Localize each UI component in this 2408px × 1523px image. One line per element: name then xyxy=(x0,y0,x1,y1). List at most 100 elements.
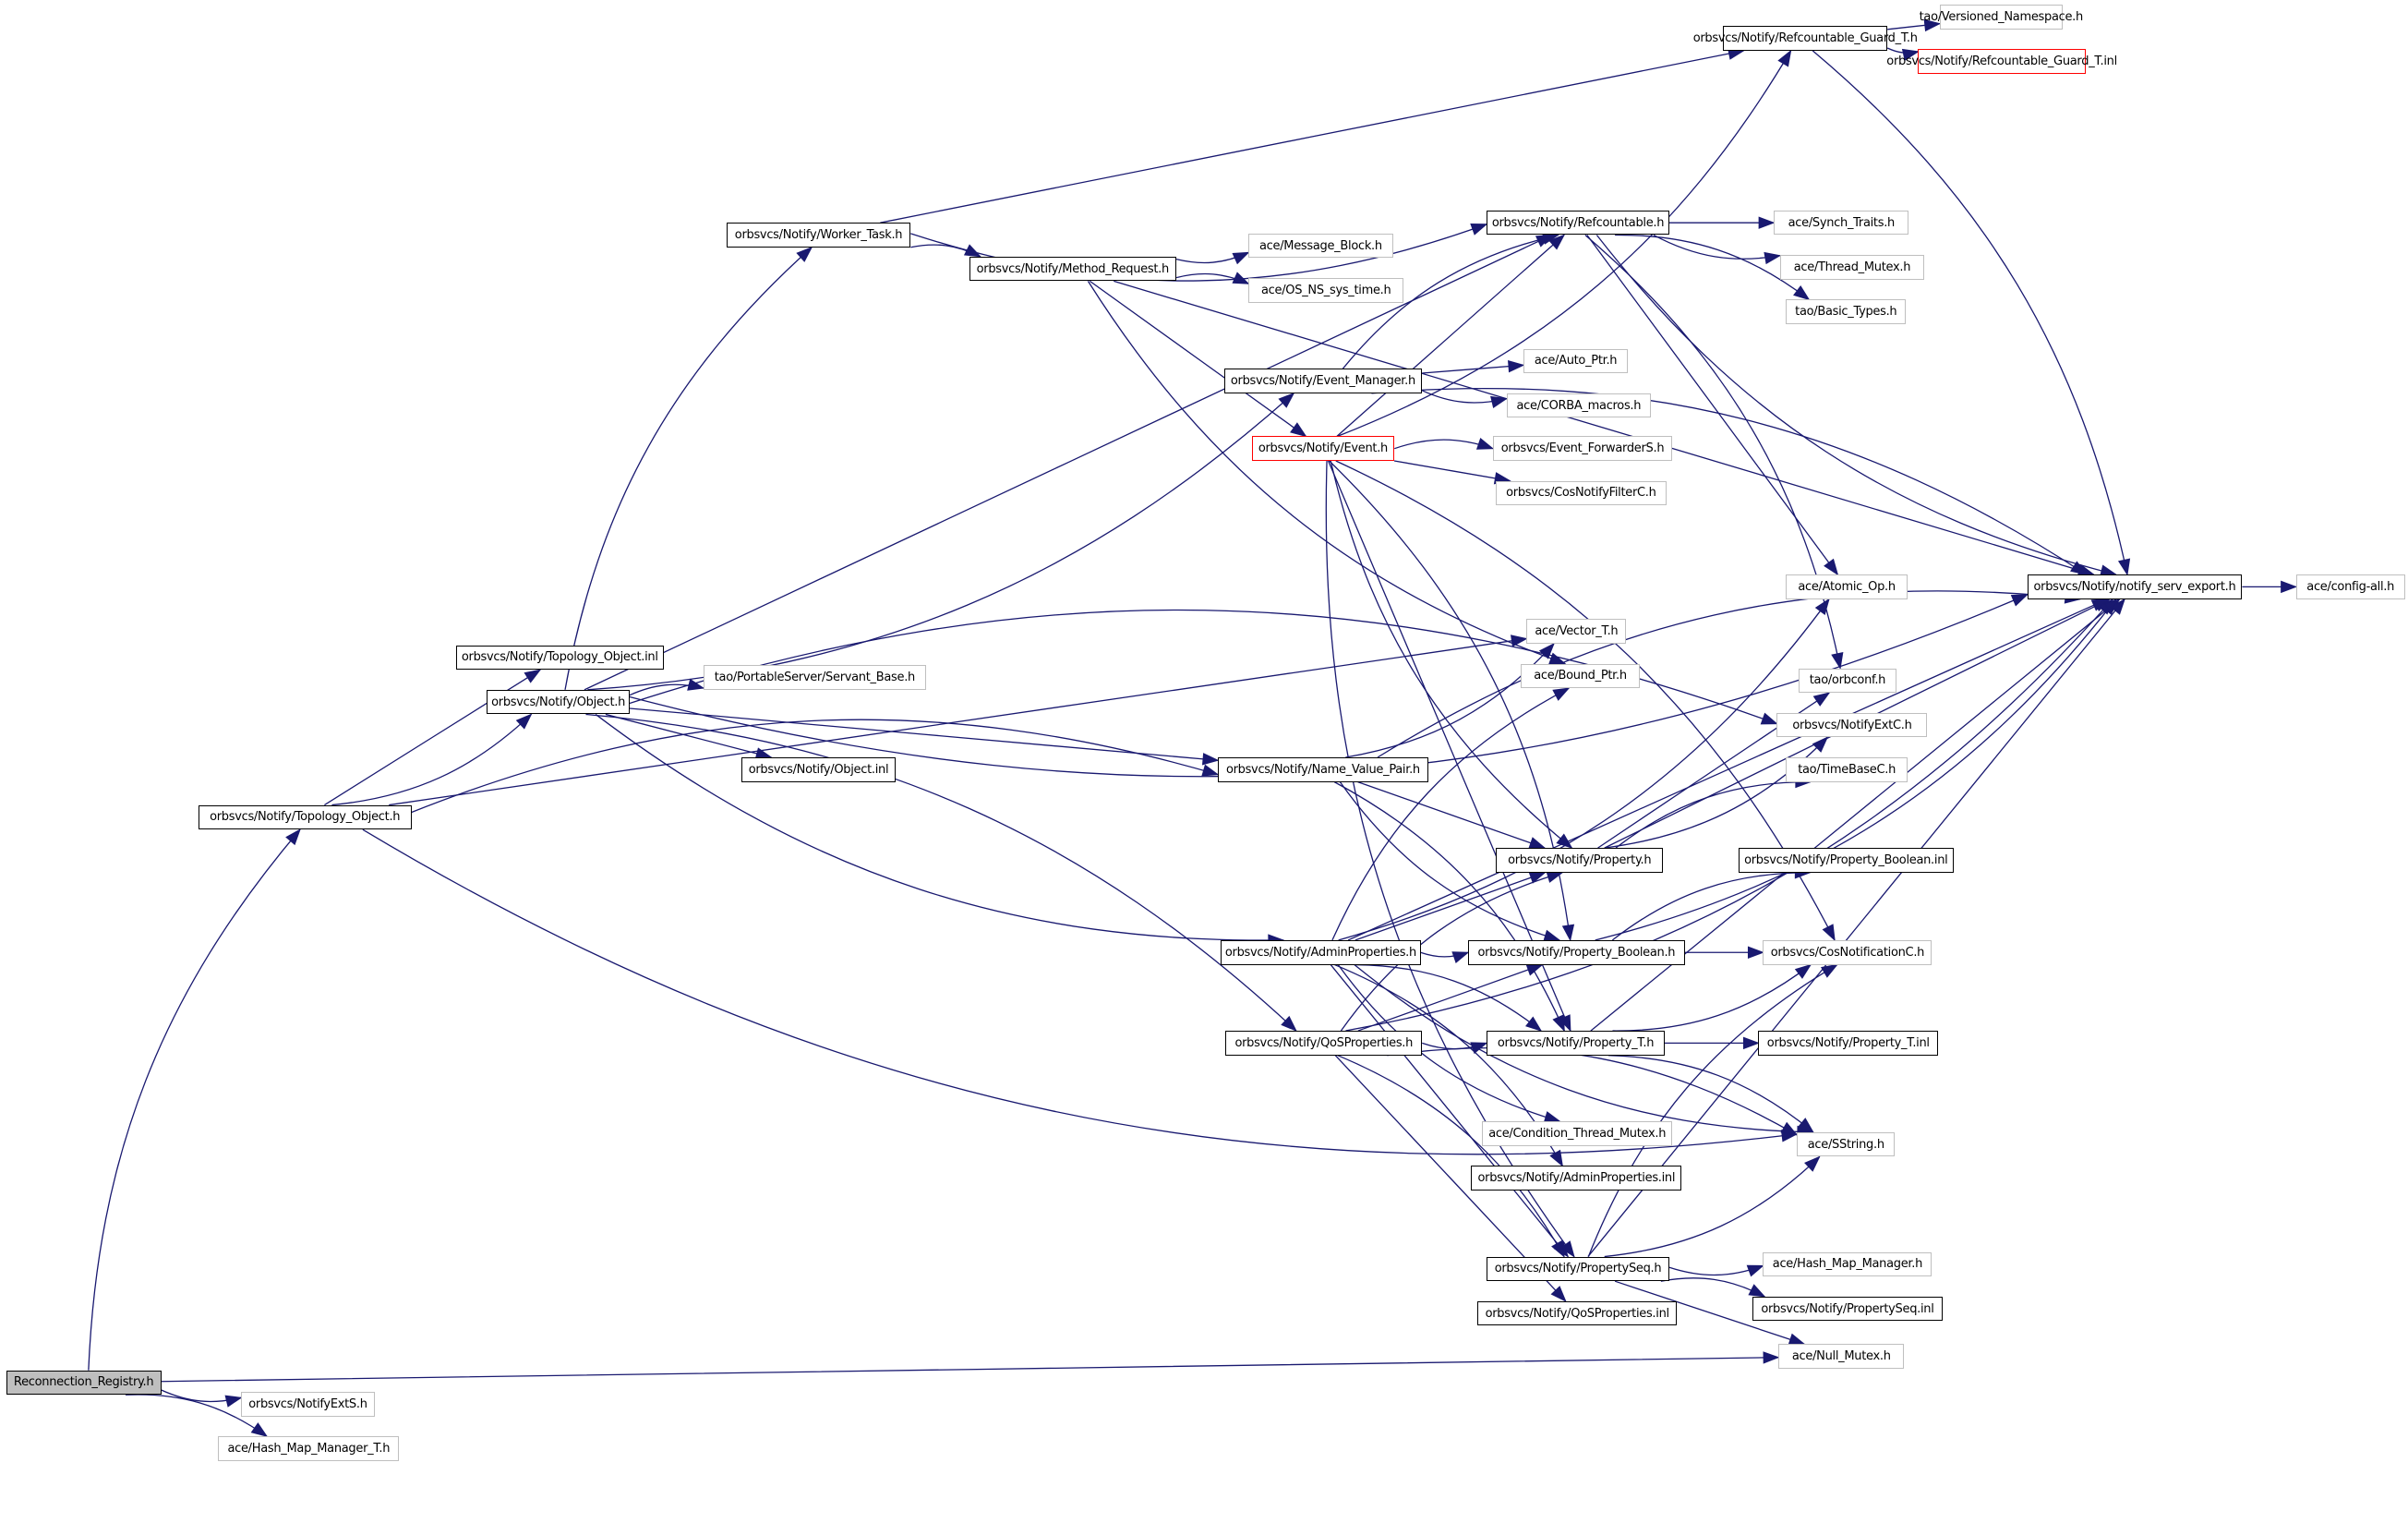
node-event-forwarders[interactable]: orbsvcs/Event_ForwarderS.h xyxy=(1492,436,1673,461)
node-notifyextc[interactable]: orbsvcs/NotifyExtC.h xyxy=(1776,712,1928,738)
edge-qosproperties-h-to-sstring xyxy=(1387,1046,1798,1136)
arrowhead-icon xyxy=(1763,1351,1780,1364)
node-label: orbsvcs/Notify/Object.inl xyxy=(748,762,889,777)
node-label: ace/Vector_T.h xyxy=(1535,624,1619,639)
edge-qosproperties-h-to-property-h xyxy=(1340,872,1563,1032)
edge-adminproperties-h-to-bound-ptr xyxy=(1331,687,1570,941)
node-versioned-namespace[interactable]: tao/Versioned_Namespace.h xyxy=(1920,4,2083,30)
node-config-all[interactable]: ace/config-all.h xyxy=(2295,574,2405,599)
arrowhead-icon xyxy=(1923,18,1942,32)
arrowhead-icon xyxy=(1742,1036,1760,1050)
edge-refcountable-h-to-notify-serv-export xyxy=(1595,235,2116,575)
node-cosnotifyfilterc[interactable]: orbsvcs/CosNotifyFilterC.h xyxy=(1496,480,1667,506)
node-notifyexts[interactable]: orbsvcs/NotifyExtS.h xyxy=(241,1391,375,1417)
node-reconnection-registry[interactable]: Reconnection_Registry.h xyxy=(6,1370,162,1396)
node-cosnotificationc[interactable]: orbsvcs/CosNotificationC.h xyxy=(1763,939,1932,965)
node-os-ns-sys-time[interactable]: ace/OS_NS_sys_time.h xyxy=(1248,278,1404,303)
node-message-block[interactable]: ace/Message_Block.h xyxy=(1248,233,1393,259)
arrowhead-icon xyxy=(1559,1240,1575,1258)
edge-method-request-to-event-h xyxy=(1089,280,1306,437)
edge-qosproperties-h-to-notify-serv-export xyxy=(1345,598,2113,1032)
node-worker-task[interactable]: orbsvcs/Notify/Worker_Task.h xyxy=(726,223,911,248)
node-refcountable-h[interactable]: orbsvcs/Notify/Refcountable.h xyxy=(1487,210,1669,236)
node-propertyseq-h[interactable]: orbsvcs/Notify/PropertySeq.h xyxy=(1487,1256,1669,1282)
node-property-boolean-inl[interactable]: orbsvcs/Notify/Property_Boolean.inl xyxy=(1738,848,1954,873)
arrowhead-icon xyxy=(1820,963,1838,978)
node-notify-serv-export[interactable]: orbsvcs/Notify/notify_serv_export.h xyxy=(2027,574,2243,599)
node-label: orbsvcs/Notify/Object.h xyxy=(491,695,626,709)
edge-qosproperties-h-to-property-boolean-h xyxy=(1357,963,1543,1032)
edge-worker-task-to-refcountable-guard-t-h xyxy=(880,50,1744,224)
node-label: orbsvcs/Notify/PropertySeq.inl xyxy=(1761,1301,1934,1316)
node-basic-types[interactable]: tao/Basic_Types.h xyxy=(1786,299,1907,324)
node-topology-object-h[interactable]: orbsvcs/Notify/Topology_Object.h xyxy=(198,804,412,830)
edge-topology-object-h-to-topology-object-inl xyxy=(324,669,541,806)
node-label: ace/SString.h xyxy=(1807,1137,1884,1152)
arrowhead-icon xyxy=(1549,1149,1564,1167)
edge-propertyseq-h-to-null-mutex xyxy=(1614,1280,1805,1346)
node-auto-ptr[interactable]: ace/Auto_Ptr.h xyxy=(1523,348,1629,374)
arrowhead-icon xyxy=(1281,1015,1297,1033)
node-qosproperties-h[interactable]: orbsvcs/Notify/QoSProperties.h xyxy=(1225,1031,1423,1056)
node-atomic-op[interactable]: ace/Atomic_Op.h xyxy=(1786,574,1908,599)
node-object-h[interactable]: orbsvcs/Notify/Object.h xyxy=(487,689,630,715)
edge-property-t-h-to-sstring xyxy=(1608,1055,1814,1133)
arrowhead-icon xyxy=(1201,764,1220,777)
edge-reconnection-registry-to-null-mutex xyxy=(161,1357,1779,1383)
edge-refcountable-h-to-basic-types xyxy=(1615,234,1810,300)
node-hash-map-manager-t[interactable]: ace/Hash_Map_Manager_T.h xyxy=(218,1436,400,1461)
edge-object-h-to-object-inl xyxy=(605,713,772,758)
node-hash-map-manager[interactable]: ace/Hash_Map_Manager.h xyxy=(1763,1251,1932,1277)
arrowhead-icon xyxy=(1451,951,1470,963)
node-property-boolean-h[interactable]: orbsvcs/Notify/Property_Boolean.h xyxy=(1468,939,1685,965)
arrowhead-icon xyxy=(1475,437,1495,450)
edge-event-h-to-cosnotifyfilterc xyxy=(1393,460,1511,482)
arrowhead-icon xyxy=(963,244,981,258)
edge-object-h-to-worker-task xyxy=(564,247,813,690)
arrowhead-icon xyxy=(1747,946,1764,959)
edge-property-boolean-h-to-property-boolean-inl xyxy=(1611,872,1811,941)
node-event-h[interactable]: orbsvcs/Notify/Event.h xyxy=(1251,436,1395,461)
node-property-h[interactable]: orbsvcs/Notify/Property.h xyxy=(1496,848,1664,873)
node-refcountable-guard-t-h[interactable]: orbsvcs/Notify/Refcountable_Guard_T.h xyxy=(1693,26,1918,51)
arrowhead-icon xyxy=(2070,561,2088,575)
edge-object-h-to-qosproperties-h xyxy=(585,713,1297,1032)
node-label: orbsvcs/Notify/notify_serv_export.h xyxy=(2033,579,2236,594)
node-bound-ptr[interactable]: ace/Bound_Ptr.h xyxy=(1520,663,1641,689)
node-method-request[interactable]: orbsvcs/Notify/Method_Request.h xyxy=(969,256,1177,282)
node-topology-object-inl[interactable]: orbsvcs/Notify/Topology_Object.inl xyxy=(456,645,664,671)
node-condition-thread-mutex[interactable]: ace/Condition_Thread_Mutex.h xyxy=(1482,1121,1673,1146)
node-null-mutex[interactable]: ace/Null_Mutex.h xyxy=(1778,1344,1905,1369)
arrowhead-icon xyxy=(1793,284,1811,301)
node-timebasec[interactable]: tao/TimeBaseC.h xyxy=(1786,757,1908,782)
node-label: tao/PortableServer/Servant_Base.h xyxy=(714,671,916,684)
node-orbconf[interactable]: tao/orbconf.h xyxy=(1798,668,1897,694)
arrowhead-icon xyxy=(1804,1155,1821,1172)
node-property-t-inl[interactable]: orbsvcs/Notify/Property_T.inl xyxy=(1758,1031,1939,1056)
node-name-value-pair[interactable]: orbsvcs/Notify/Name_Value_Pair.h xyxy=(1217,757,1428,782)
node-object-inl[interactable]: orbsvcs/Notify/Object.inl xyxy=(741,757,896,782)
edge-method-request-to-notify-serv-export xyxy=(1114,280,2094,575)
edge-object-h-to-refcountable-h xyxy=(584,234,1552,691)
node-qosproperties-inl[interactable]: orbsvcs/Notify/QoSProperties.inl xyxy=(1477,1300,1678,1326)
node-label: orbsvcs/Notify/AdminProperties.inl xyxy=(1477,1171,1676,1186)
node-thread-mutex[interactable]: ace/Thread_Mutex.h xyxy=(1779,255,1925,280)
node-synch-traits[interactable]: ace/Synch_Traits.h xyxy=(1774,210,1909,236)
arrowhead-icon xyxy=(515,713,533,730)
node-adminproperties-inl[interactable]: orbsvcs/Notify/AdminProperties.inl xyxy=(1471,1166,1682,1191)
node-propertyseq-inl[interactable]: orbsvcs/Notify/PropertySeq.inl xyxy=(1752,1296,1944,1322)
node-refcountable-guard-t-inl[interactable]: orbsvcs/Notify/Refcountable_Guard_T.inl xyxy=(1886,49,2117,74)
node-adminproperties-h[interactable]: orbsvcs/Notify/AdminProperties.h xyxy=(1221,939,1421,965)
node-property-t-h[interactable]: orbsvcs/Notify/Property_T.h xyxy=(1487,1031,1665,1056)
node-corba-macros[interactable]: ace/CORBA_macros.h xyxy=(1506,393,1652,418)
node-event-manager[interactable]: orbsvcs/Notify/Event_Manager.h xyxy=(1223,369,1423,393)
edge-property-t-h-to-notify-serv-export xyxy=(1590,598,2121,1032)
node-servant-base[interactable]: tao/PortableServer/Servant_Base.h xyxy=(703,665,926,690)
edge-adminproperties-h-to-propertyseq-h xyxy=(1330,964,1569,1257)
edge-refcountable-h-to-atomic-op xyxy=(1586,235,1838,575)
node-sstring[interactable]: ace/SString.h xyxy=(1797,1131,1896,1157)
edge-topology-object-h-to-sstring xyxy=(362,828,1798,1155)
node-label: ace/Synch_Traits.h xyxy=(1788,215,1896,230)
node-label: ace/OS_NS_sys_time.h xyxy=(1261,283,1391,297)
node-vector-t[interactable]: ace/Vector_T.h xyxy=(1526,619,1627,644)
